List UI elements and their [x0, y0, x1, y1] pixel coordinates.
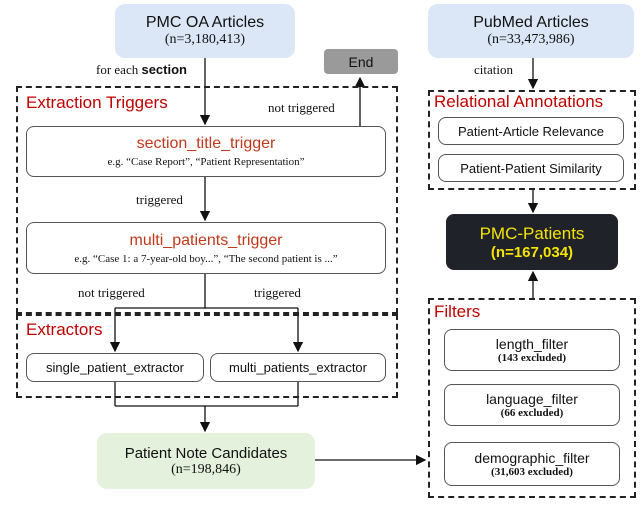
demographic-filter-excluded: (31,603 excluded) — [491, 466, 573, 478]
filters-title: Filters — [434, 302, 481, 321]
single-patient-extractor-node: single_patient_extractor — [26, 353, 204, 382]
pmc-oa-title: PMC OA Articles — [145, 14, 265, 31]
patient-article-relevance-node: Patient-Article Relevance — [438, 117, 624, 145]
section-text: section — [141, 62, 187, 77]
extraction-triggers-group — [16, 86, 398, 314]
length-filter-name: length_filter — [495, 336, 569, 352]
demographic-filter-node: demographic_filter (31,603 excluded) — [444, 442, 620, 486]
filters-group — [428, 298, 636, 498]
pmc-patients-title: PMC-Patients — [479, 223, 585, 243]
multi-patients-trigger-example: e.g. “Case 1: a 7-year-old boy...”, “The… — [74, 252, 338, 265]
pubmed-title: PubMed Articles — [473, 14, 589, 31]
for-each-text: for each — [96, 62, 139, 77]
not-triggered-bottom-label: not triggered — [78, 285, 145, 300]
triggered-bottom-label: triggered — [254, 285, 301, 300]
language-filter-excluded: (66 excluded) — [500, 407, 564, 419]
pmc-oa-count: (n=3,180,413) — [164, 32, 246, 47]
candidates-title: Patient Note Candidates — [124, 444, 288, 462]
relational-annotations-title: Relational Annotations — [434, 92, 604, 111]
extractors-title: Extractors — [26, 320, 103, 339]
patient-patient-similarity-node: Patient-Patient Similarity — [438, 154, 624, 182]
multi-patients-trigger-name: multi_patients_trigger — [129, 231, 283, 249]
pubmed-articles-node: PubMed Articles (n=33,473,986) — [428, 4, 634, 58]
section-title-trigger-node: section_title_trigger e.g. “Case Report”… — [26, 126, 386, 177]
multi-patients-trigger-node: multi_patients_trigger e.g. “Case 1: a 7… — [26, 222, 386, 274]
section-title-trigger-name: section_title_trigger — [136, 135, 276, 152]
multi-patients-extractor-node: multi_patients_extractor — [210, 353, 386, 382]
extractors-group — [16, 314, 398, 398]
section-title-trigger-example: e.g. “Case Report”, “Patient Representat… — [107, 156, 305, 168]
language-filter-name: language_filter — [486, 391, 578, 407]
pmc-patients-node: PMC-Patients (n=167,034) — [446, 214, 618, 270]
extraction-triggers-title: Extraction Triggers — [26, 93, 168, 112]
language-filter-node: language_filter (66 excluded) — [444, 384, 620, 426]
triggered-label: triggered — [136, 192, 183, 207]
candidates-count: (n=198,846) — [171, 461, 241, 477]
pmc-oa-articles-node: PMC OA Articles (n=3,180,413) — [115, 4, 295, 58]
patient-note-candidates-node: Patient Note Candidates (n=198,846) — [97, 433, 315, 489]
length-filter-node: length_filter (143 excluded) — [444, 329, 620, 371]
not-triggered-top-label: not triggered — [268, 100, 335, 115]
demographic-filter-name: demographic_filter — [474, 450, 590, 466]
pmc-patients-count: (n=167,034) — [490, 243, 574, 261]
citation-label: citation — [474, 62, 513, 77]
relational-annotations-group — [428, 90, 636, 190]
pubmed-count: (n=33,473,986) — [487, 32, 575, 47]
for-each-section-label: for each section — [96, 62, 187, 78]
end-node: End — [324, 49, 398, 74]
length-filter-excluded: (143 excluded) — [497, 352, 567, 364]
